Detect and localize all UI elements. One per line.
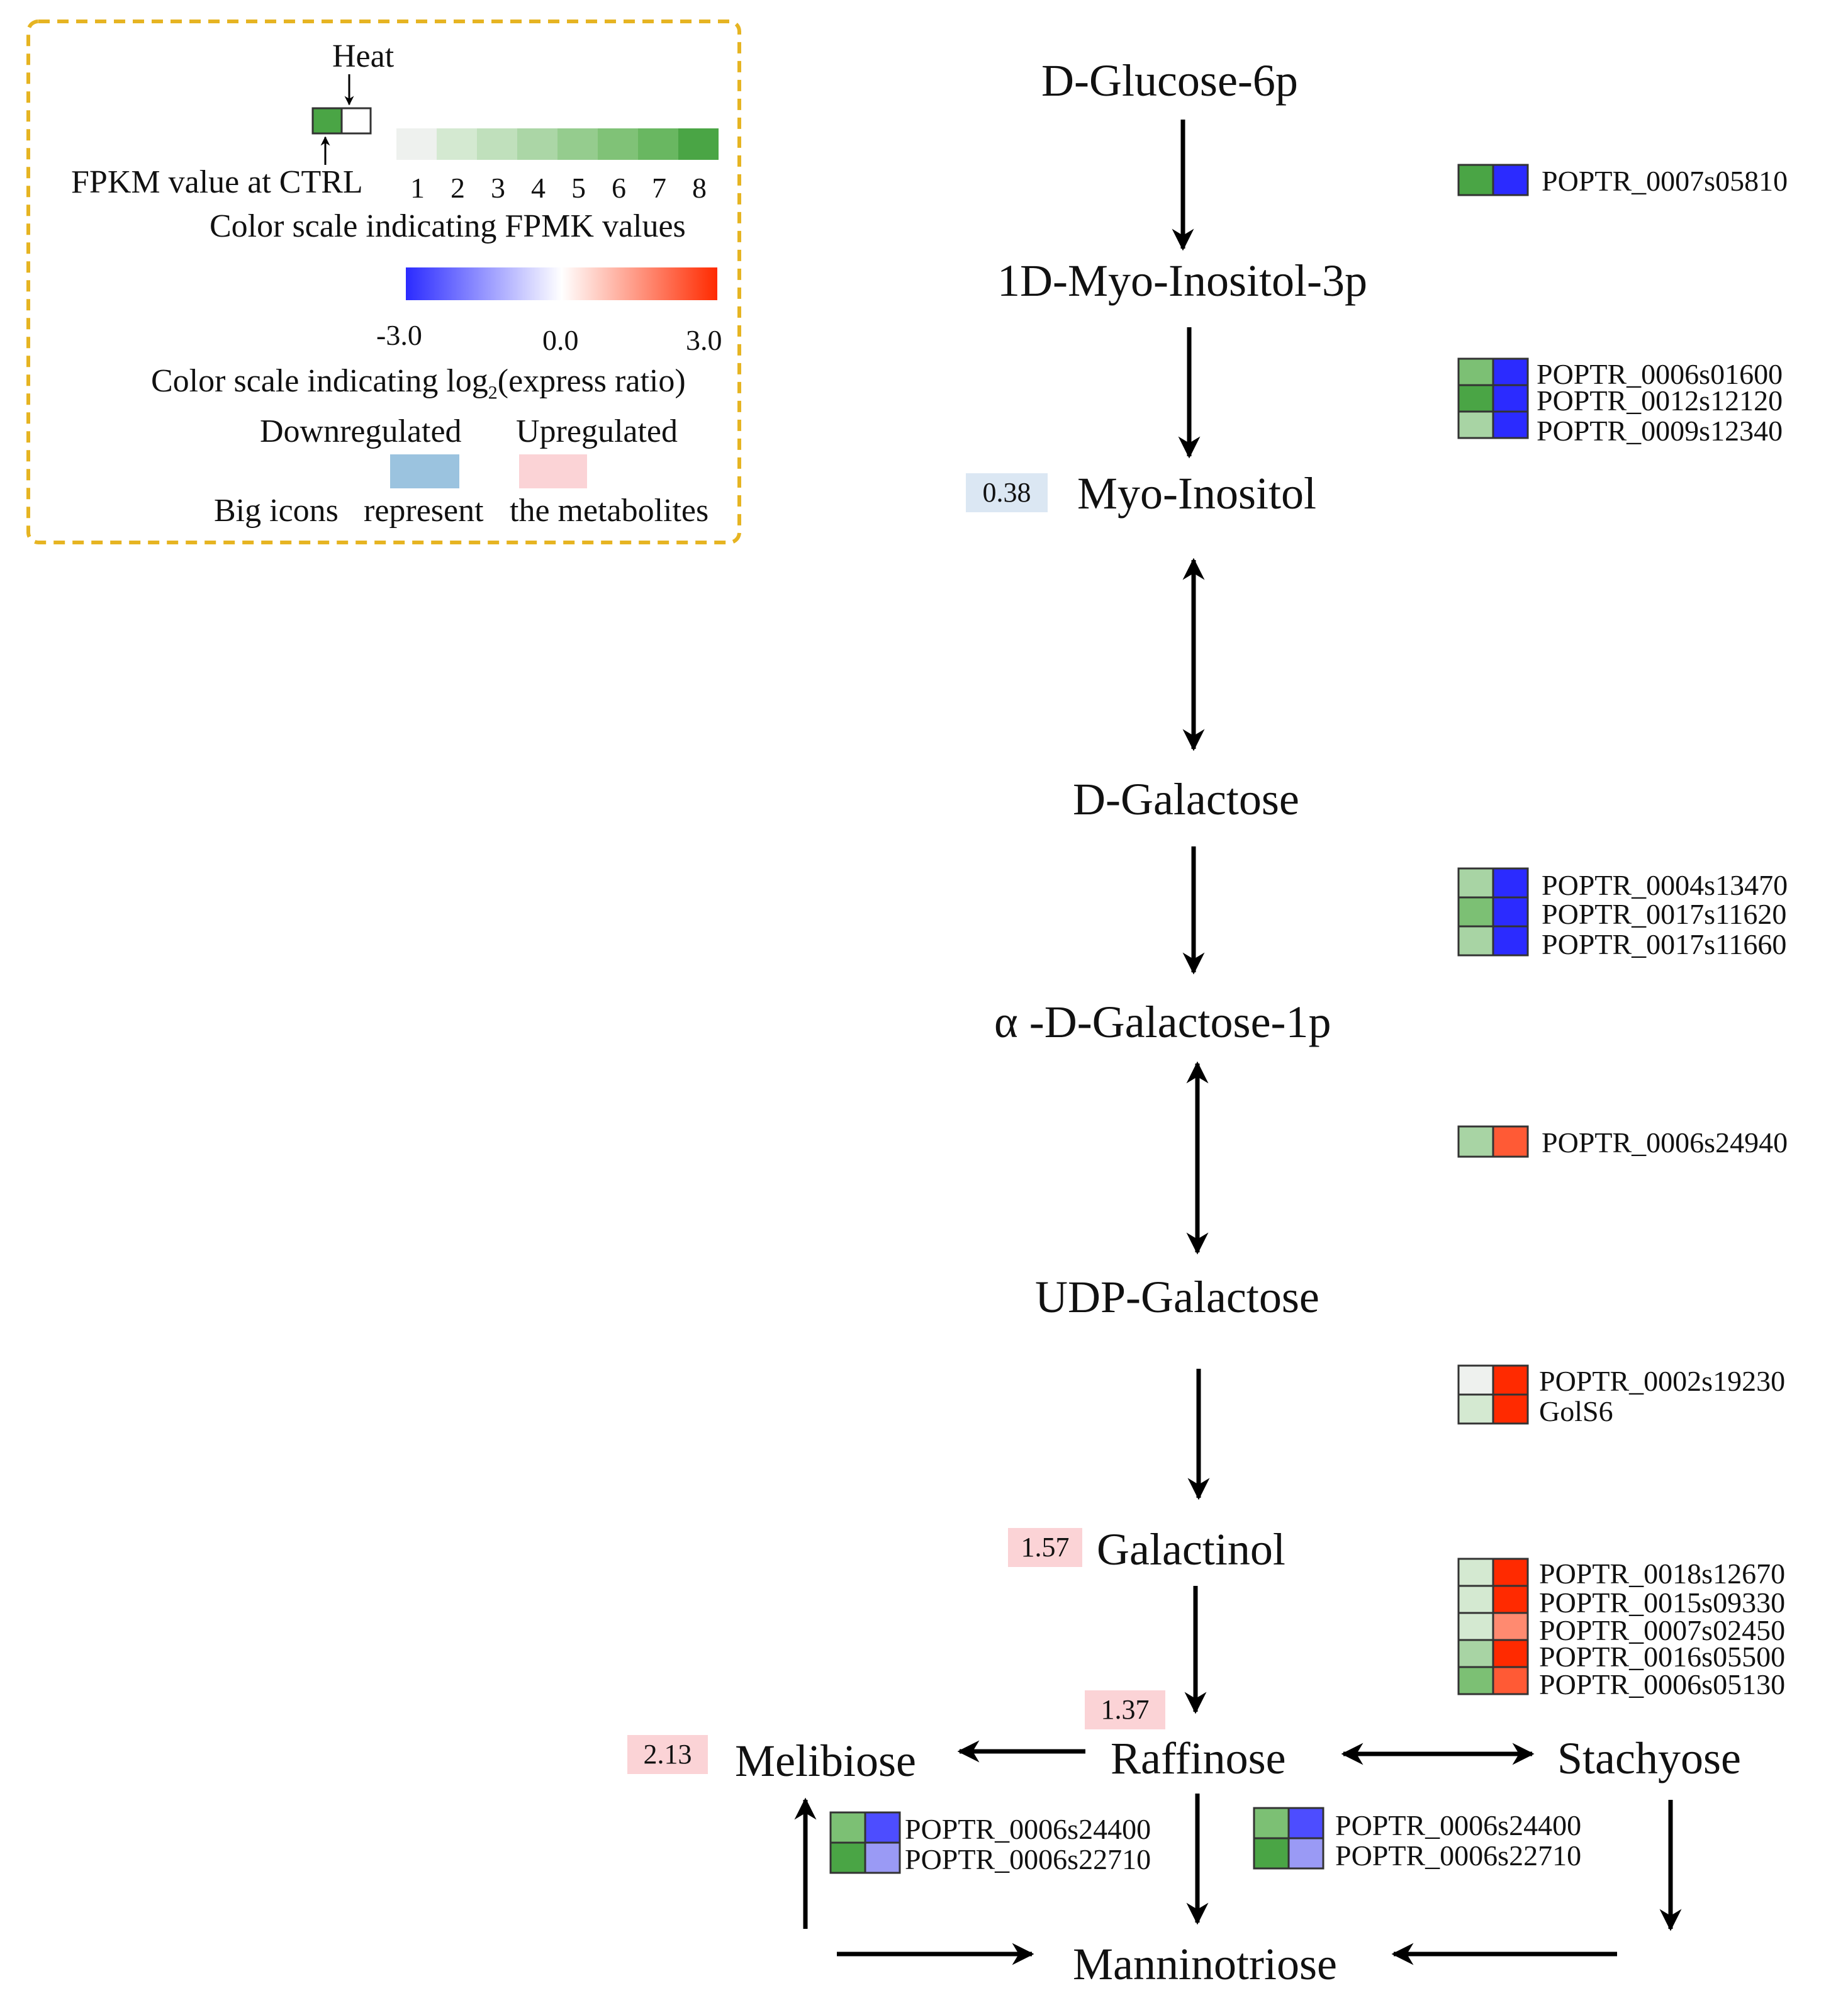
legend-ctrl-label: FPKM value at CTRL (71, 164, 363, 200)
fpkm-tick: 7 (652, 172, 666, 204)
ratio-scale-caption: Color scale indicating log2(express rati… (151, 365, 686, 402)
gene-label: POPTR_0007s05810 (1542, 165, 1788, 197)
gene-cells-g6 (1457, 1558, 1529, 1695)
gene-label: POPTR_0018s12670 (1539, 1558, 1786, 1590)
gene-cells-g2 (1457, 357, 1529, 439)
gene-cells-g8 (1253, 1807, 1324, 1870)
gene-label: POPTR_0004s13470 (1542, 869, 1788, 901)
metabolite-stachyose: Stachyose (1557, 1733, 1741, 1783)
metabolite-myo-inositol: Myo-Inositol (1077, 468, 1317, 519)
fpkm-tick: 5 (571, 172, 586, 204)
big-icons-label-1: Big icons (214, 493, 339, 529)
metabolite-myo-inositol-3p: 1D-Myo-Inositol-3p (997, 256, 1367, 306)
big-icons-label-3: the metabolites (510, 493, 709, 529)
gene-cells-g7 (829, 1811, 901, 1874)
downregulated-label: Downregulated (260, 413, 462, 449)
gene-label: POPTR_0006s24940 (1542, 1126, 1788, 1159)
gene-label: POPTR_0006s24400 (1335, 1809, 1582, 1841)
badge-myo-inositol: 0.38 (966, 473, 1048, 512)
gene-label: POPTR_0006s22710 (905, 1843, 1151, 1875)
metabolite-glucose-6p: D-Glucose-6p (1041, 55, 1298, 106)
gene-label: POPTR_0006s01600 (1537, 358, 1783, 390)
fpkm-scale-caption: Color scale indicating FPMK values (210, 208, 686, 244)
metabolite-raffinose: Raffinose (1111, 1733, 1286, 1783)
metabolite-manninotriose: Manninotriose (1073, 1939, 1337, 1989)
gene-label: POPTR_0017s11620 (1542, 898, 1787, 930)
ratio-caption-sub: 2 (488, 382, 498, 403)
gene-cells-g1 (1457, 164, 1529, 196)
metabolite-galactinol: Galactinol (1097, 1524, 1285, 1575)
gene-label: POPTR_0009s12340 (1537, 415, 1783, 447)
legend-heat-label: Heat (332, 38, 395, 74)
ratio-tick: -3.0 (376, 319, 422, 351)
gene-cells-g3 (1457, 867, 1529, 957)
metabolite-melibiose: Melibiose (735, 1736, 916, 1786)
ratio-caption-post: (express ratio) (497, 363, 686, 399)
fpkm-tick: 6 (612, 172, 626, 204)
upregulated-label: Upregulated (516, 413, 678, 449)
gene-label: POPTR_0006s22710 (1335, 1839, 1582, 1872)
gene-cells-g5 (1457, 1364, 1529, 1425)
gene-label: POPTR_0006s24400 (905, 1813, 1151, 1845)
downregulated-swatch (390, 454, 459, 488)
legend-heat-cell (340, 107, 372, 135)
badge-melibiose: 2.13 (627, 1735, 708, 1774)
gene-label: POPTR_0007s02450 (1539, 1614, 1786, 1646)
gene-label: GolS6 (1539, 1395, 1613, 1427)
ratio-tick: 3.0 (686, 324, 722, 356)
fpkm-tick: 8 (692, 172, 707, 204)
metabolite-udp-galactose: UDP-Galactose (1035, 1272, 1319, 1322)
badge-raffinose: 1.37 (1085, 1690, 1165, 1729)
fpkm-tick: 4 (531, 172, 546, 204)
fpkm-tick: 2 (451, 172, 465, 204)
fpkm-color-scale (396, 128, 719, 160)
big-icons-label-2: represent (364, 493, 484, 529)
gene-label: POPTR_0016s05500 (1539, 1641, 1786, 1673)
ratio-caption-pre: Color scale indicating log (151, 363, 488, 399)
legend-border (26, 20, 741, 544)
metabolite-d-galactose: D-Galactose (1073, 774, 1299, 824)
gene-cells-g4 (1457, 1125, 1529, 1158)
ratio-tick: 0.0 (542, 324, 579, 356)
upregulated-swatch (519, 454, 587, 488)
gene-label: POPTR_0012s12120 (1537, 385, 1783, 417)
gene-label: POPTR_0015s09330 (1539, 1587, 1786, 1619)
gene-label: POPTR_0017s11660 (1542, 928, 1787, 960)
fpkm-tick: 3 (491, 172, 505, 204)
gene-label: POPTR_0006s05130 (1539, 1668, 1786, 1700)
ratio-color-scale (406, 267, 717, 300)
metabolite-alpha-d-galactose-1p: α -D-Galactose-1p (994, 997, 1331, 1047)
legend-ctrl-cell (311, 107, 343, 135)
fpkm-tick: 1 (410, 172, 425, 204)
gene-label: POPTR_0002s19230 (1539, 1365, 1786, 1397)
badge-galactinol: 1.57 (1008, 1528, 1082, 1567)
